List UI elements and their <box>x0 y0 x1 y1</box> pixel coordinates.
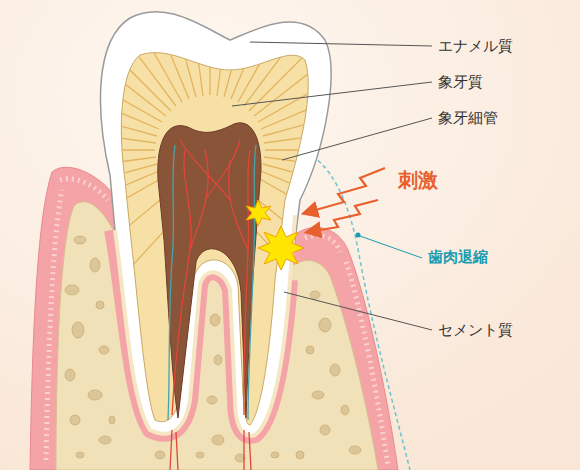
part-label: 象牙細管 <box>438 109 498 127</box>
gum-recession-leader <box>360 236 422 258</box>
stimulus-arrows <box>305 168 385 232</box>
leader-dot <box>356 233 361 238</box>
enamel <box>100 12 331 436</box>
dentin <box>121 53 308 425</box>
part-label: 象牙質 <box>438 73 483 91</box>
part-label: エナメル質 <box>438 37 513 55</box>
recession-label: 歯肉退縮 <box>428 248 488 266</box>
pulp-vessels <box>168 140 256 470</box>
stimulus-label: 刺激 <box>398 168 438 192</box>
part-label: セメント質 <box>438 321 513 339</box>
pain-flash <box>246 200 304 270</box>
